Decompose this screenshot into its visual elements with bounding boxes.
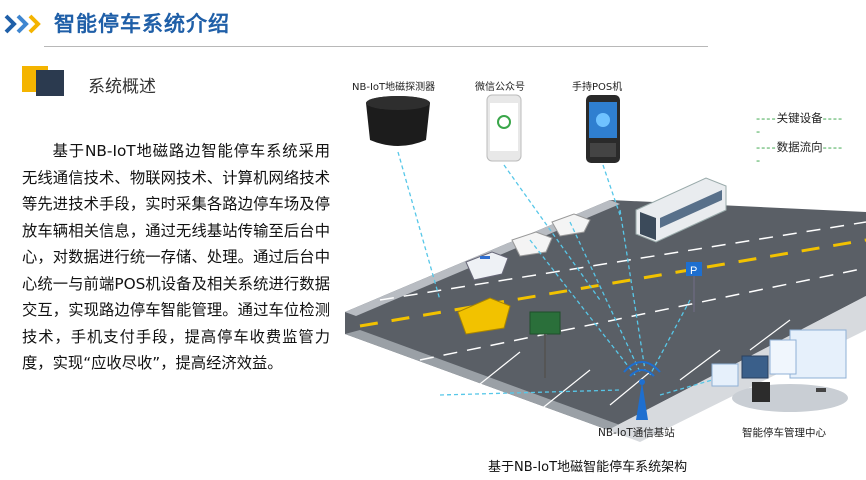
device-label-detector: NB-IoT地磁探测器 (352, 82, 436, 93)
diagram-caption: 基于NB-IoT地磁智能停车系统架构 (488, 460, 688, 475)
display-board (529, 311, 561, 378)
chevrons-icon (4, 14, 41, 34)
base-station-label: NB-IoT通信基站 (598, 427, 675, 439)
device-label-wechat: 微信公众号 (475, 82, 525, 93)
page-title: 智能停车系统介绍 (54, 12, 230, 36)
section-label: 系统概述 (88, 77, 156, 97)
device-label-pos: 手持POS机 (572, 82, 623, 93)
parked-cars (457, 213, 591, 335)
pos-terminal-icon (586, 95, 620, 163)
legend-key-devices: ----关键设备---- (756, 111, 844, 125)
bus (635, 177, 727, 243)
parking-sign: P (686, 262, 702, 312)
title-divider (44, 46, 708, 47)
section-icon (22, 66, 66, 96)
phone-icon (486, 94, 522, 162)
magnetic-detector-icon (366, 96, 430, 146)
management-center-label: 智能停车管理中心 (742, 427, 826, 439)
overview-paragraph: 基于NB-IoT地磁路边智能停车系统采用无线通信技术、物联网技术、计算机网络技术… (22, 142, 330, 372)
legend-tail-2: - (756, 153, 762, 167)
management-center-icon (711, 329, 848, 412)
parking-sign-text: P (690, 265, 697, 277)
architecture-diagram: P (345, 94, 866, 442)
legend-data-flow: ----数据流向---- (756, 140, 844, 154)
base-station-icon (623, 361, 661, 420)
legend-tail-1: - (756, 124, 762, 138)
